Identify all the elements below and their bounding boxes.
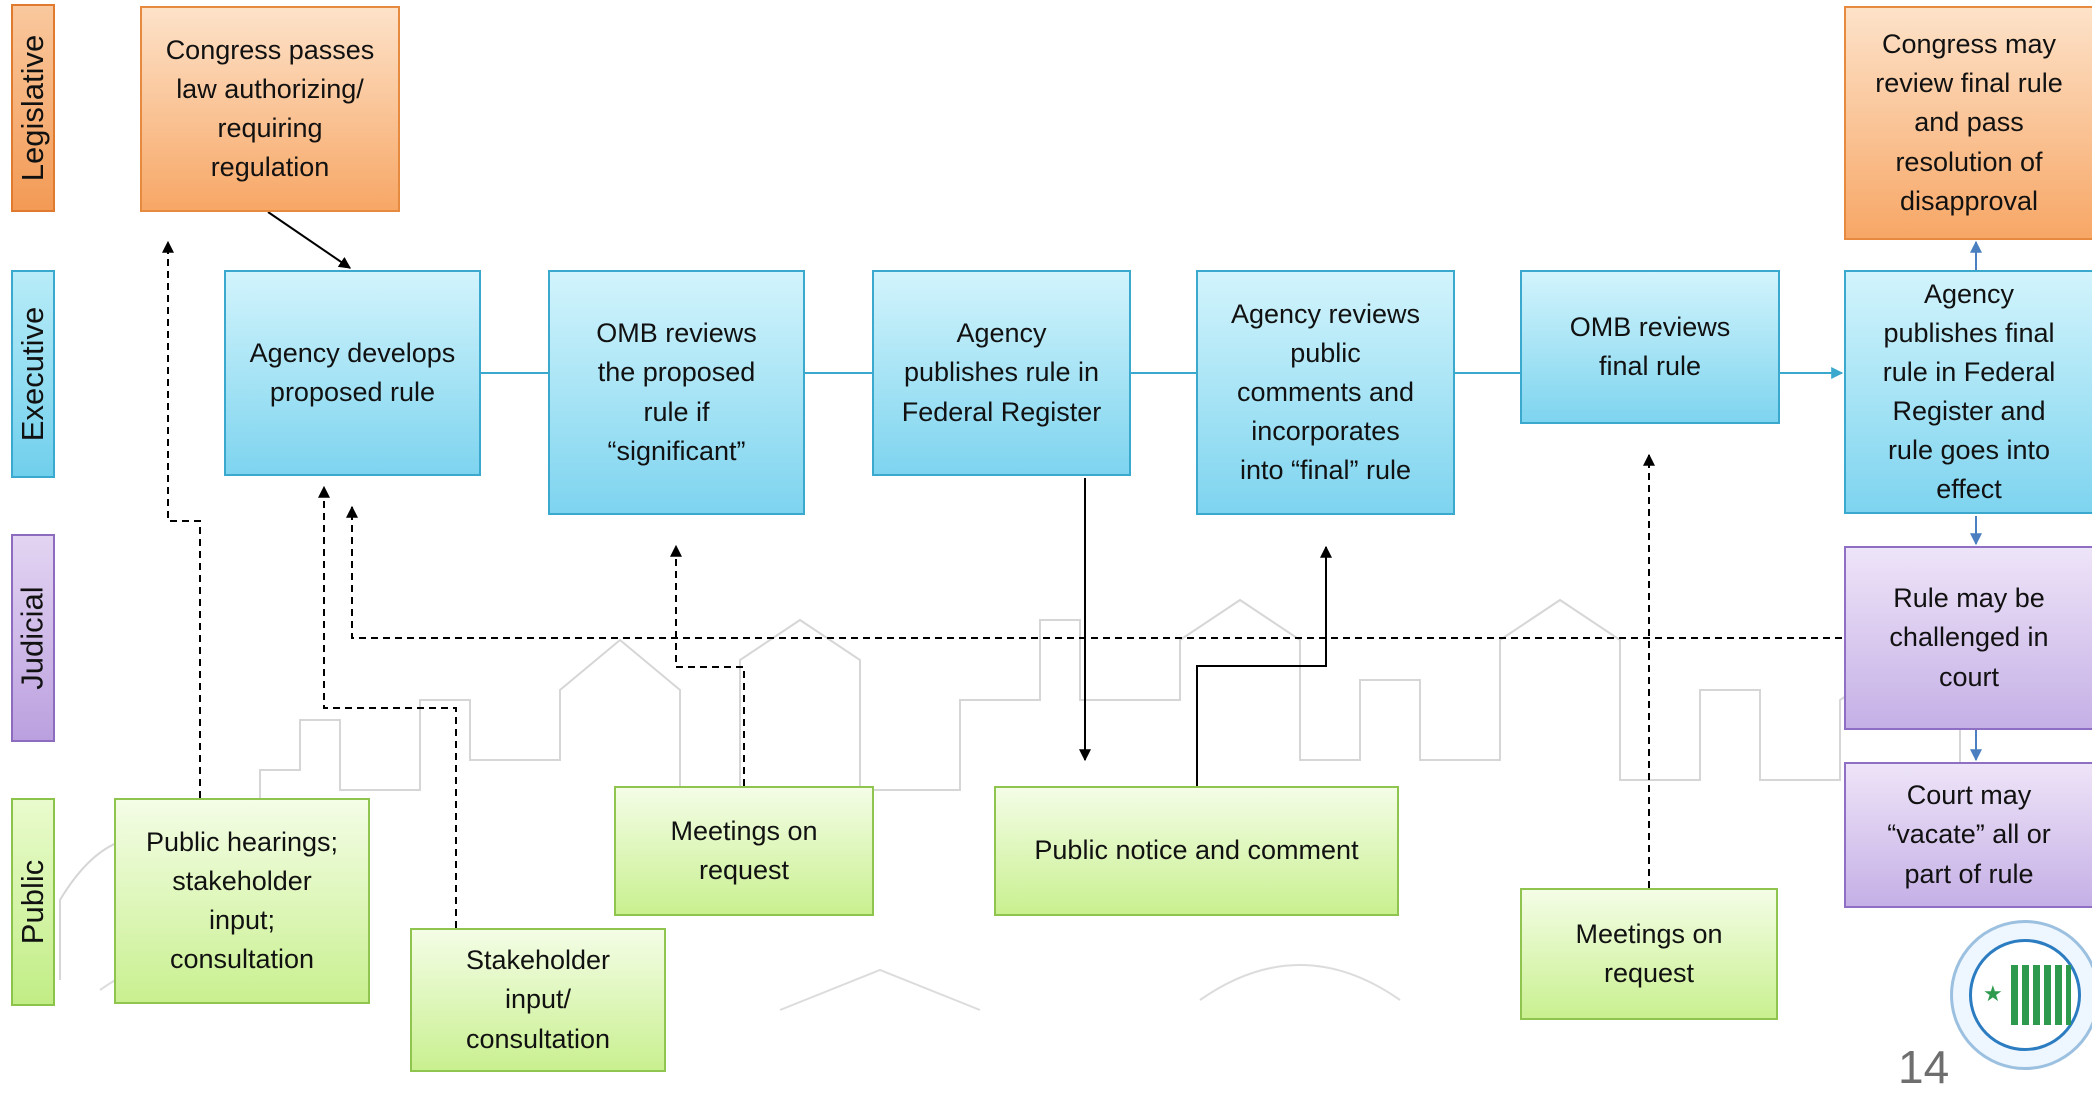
stakeholder-to-agency-arrow bbox=[318, 485, 457, 928]
omb-reviews-proposed-box: OMB reviews the proposed rule if “signif… bbox=[548, 270, 805, 515]
lane-executive: Executive bbox=[11, 270, 55, 478]
congress-to-agency-arrow bbox=[267, 211, 351, 269]
lane-public: Public bbox=[11, 798, 55, 1006]
page-number: 14 bbox=[1898, 1041, 1950, 1093]
public-hearings-box: Public hearings; stakeholder input; cons… bbox=[114, 798, 370, 1004]
seal-star-icon: ★ bbox=[1983, 981, 2003, 1006]
connector-layer bbox=[162, 211, 1982, 928]
seal-building-bars bbox=[2011, 965, 2071, 1025]
meetings-on-request-box-1: Meetings on request bbox=[614, 786, 874, 916]
meetings-to-omb-arrow bbox=[670, 544, 745, 786]
hud-seal-icon: ★ bbox=[1950, 920, 2092, 1070]
agency-publishes-final-box: Agency publishes final rule in Federal R… bbox=[1844, 270, 2092, 514]
public-notice-comment-box: Public notice and comment bbox=[994, 786, 1399, 916]
congress-review-box: Congress may review final rule and pass … bbox=[1844, 6, 2092, 240]
agency-publishes-rule-box: Agency publishes rule in Federal Registe… bbox=[872, 270, 1131, 476]
rule-challenged-box: Rule may be challenged in court bbox=[1844, 546, 2092, 730]
lane-legislative: Legislative bbox=[11, 4, 55, 212]
agency-develops-box: Agency develops proposed rule bbox=[224, 270, 481, 476]
court-to-agency-arrow bbox=[346, 505, 1842, 639]
congress-passes-box: Congress passes law authorizing/ requiri… bbox=[140, 6, 400, 212]
lane-judicial: Judicial bbox=[11, 534, 55, 742]
meetings-on-request-box-2: Meetings on request bbox=[1520, 888, 1778, 1020]
hearings-to-congress-arrow bbox=[162, 240, 201, 798]
court-vacate-box: Court may “vacate” all or part of rule bbox=[1844, 762, 2092, 908]
agency-reviews-comments-box: Agency reviews public comments and incor… bbox=[1196, 270, 1455, 515]
omb-reviews-final-box: OMB reviews final rule bbox=[1520, 270, 1780, 424]
notice-to-review-arrow bbox=[1196, 545, 1332, 786]
stakeholder-input-box: Stakeholder input/ consultation bbox=[410, 928, 666, 1072]
